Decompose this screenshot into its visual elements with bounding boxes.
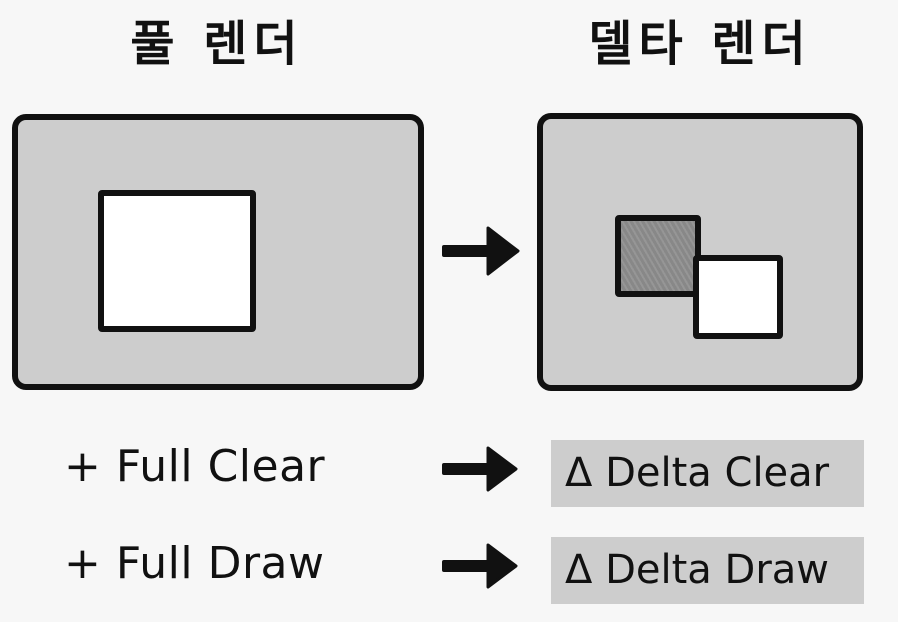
right-arrow-icon xyxy=(442,543,518,589)
delta-new-region xyxy=(693,255,783,339)
full-render-panel xyxy=(12,114,424,390)
delta-render-panel xyxy=(537,113,863,391)
full-clear-label: + Full Clear xyxy=(64,441,326,492)
right-arrow-icon xyxy=(442,446,518,492)
right-arrow-icon xyxy=(442,226,520,276)
delta-draw-box: Δ Delta Draw xyxy=(551,537,864,604)
full-render-title: 풀 렌더 xyxy=(130,16,304,72)
delta-old-region xyxy=(615,215,701,297)
full-redraw-rect xyxy=(98,190,256,332)
delta-clear-box: Δ Delta Clear xyxy=(551,440,864,507)
full-draw-label: + Full Draw xyxy=(64,538,325,589)
delta-render-title: 델타 렌더 xyxy=(588,16,812,72)
